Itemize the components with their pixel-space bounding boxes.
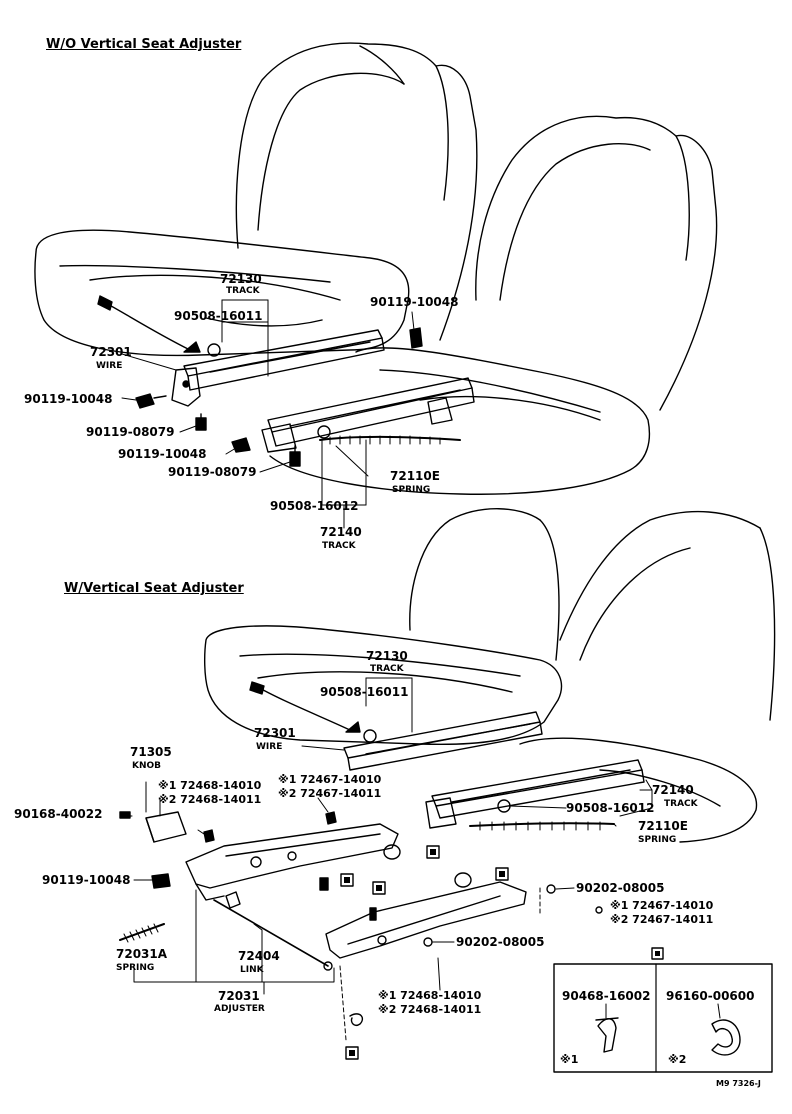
label-72468-14010-b: ※1 72468-14010 xyxy=(378,989,482,1002)
label-90119-10048-right: 90119-10048 xyxy=(370,295,459,309)
label-72468-14010-a: ※1 72468-14010 xyxy=(158,779,262,792)
label-90508-16012-bottom: 90508-16012 xyxy=(566,801,655,815)
label-72130-top-desc: TRACK xyxy=(226,286,260,296)
label-90508-16011-bottom: 90508-16011 xyxy=(320,685,409,699)
label-72404: 72404 xyxy=(238,949,280,963)
inset-note-right: ※2 xyxy=(668,1053,687,1066)
label-72301-bottom-desc: WIRE xyxy=(256,742,283,752)
label-72110e-top-desc: SPRING xyxy=(392,485,431,495)
label-72467-14011-b: ※2 72467-14011 xyxy=(610,913,714,926)
label-72140-bottom-desc: TRACK xyxy=(664,799,698,809)
label-90168-40022: 90168-40022 xyxy=(14,807,103,821)
label-90119-10048-bottom: 90119-10048 xyxy=(42,873,131,887)
label-72301-top-desc: WIRE xyxy=(96,361,123,371)
label-72467-14011-a: ※2 72467-14011 xyxy=(278,787,382,800)
label-72140-top: 72140 xyxy=(320,525,362,539)
label-90202-08005-b: 90202-08005 xyxy=(456,935,545,949)
label-72467-14010-b: ※1 72467-14010 xyxy=(610,899,714,912)
label-90119-08079-a: 90119-08079 xyxy=(86,425,175,439)
top-seat-drawing xyxy=(34,42,718,529)
label-72110e-top: 72110E xyxy=(390,469,440,483)
inset-part-right: 96160-00600 xyxy=(666,989,755,1003)
label-72301-bottom: 72301 xyxy=(254,726,296,740)
label-90508-16011-top: 90508-16011 xyxy=(174,309,263,323)
inset-part-left: 90468-16002 xyxy=(562,989,651,1003)
label-90202-08005-a: 90202-08005 xyxy=(576,881,665,895)
label-72031: 72031 xyxy=(218,989,260,1003)
label-72110e-bottom: 72110E xyxy=(638,819,688,833)
inset-note-left: ※1 xyxy=(560,1053,579,1066)
footer-code: M9 7326-J xyxy=(716,1079,761,1088)
label-72130-bottom-desc: TRACK xyxy=(370,664,404,674)
label-72031a: 72031A xyxy=(116,947,168,961)
bottom-seat-drawing xyxy=(119,508,776,1073)
label-90508-16012-top: 90508-16012 xyxy=(270,499,359,513)
label-71305: 71305 xyxy=(130,745,172,759)
label-90119-08079-b: 90119-08079 xyxy=(168,465,257,479)
label-72130-bottom: 72130 xyxy=(366,649,408,663)
bottom-section-heading: W/Vertical Seat Adjuster xyxy=(64,581,244,596)
label-72110e-bottom-desc: SPRING xyxy=(638,835,677,845)
label-72140-bottom: 72140 xyxy=(652,783,694,797)
label-90119-10048-left-a: 90119-10048 xyxy=(24,392,113,406)
label-72467-14010-a: ※1 72467-14010 xyxy=(278,773,382,786)
label-72468-14011-a: ※2 72468-14011 xyxy=(158,793,262,806)
label-72468-14011-b: ※2 72468-14011 xyxy=(378,1003,482,1016)
label-72031-desc: ADJUSTER xyxy=(214,1004,265,1014)
top-section-heading: W/O Vertical Seat Adjuster xyxy=(46,37,242,52)
label-72301-top: 72301 xyxy=(90,345,132,359)
label-72140-top-desc: TRACK xyxy=(322,541,356,551)
label-71305-desc: KNOB xyxy=(132,761,162,771)
label-90119-10048-left-b: 90119-10048 xyxy=(118,447,207,461)
label-72404-desc: LINK xyxy=(240,965,264,975)
label-72130-top: 72130 xyxy=(220,272,262,286)
label-72031a-desc: SPRING xyxy=(116,963,155,973)
